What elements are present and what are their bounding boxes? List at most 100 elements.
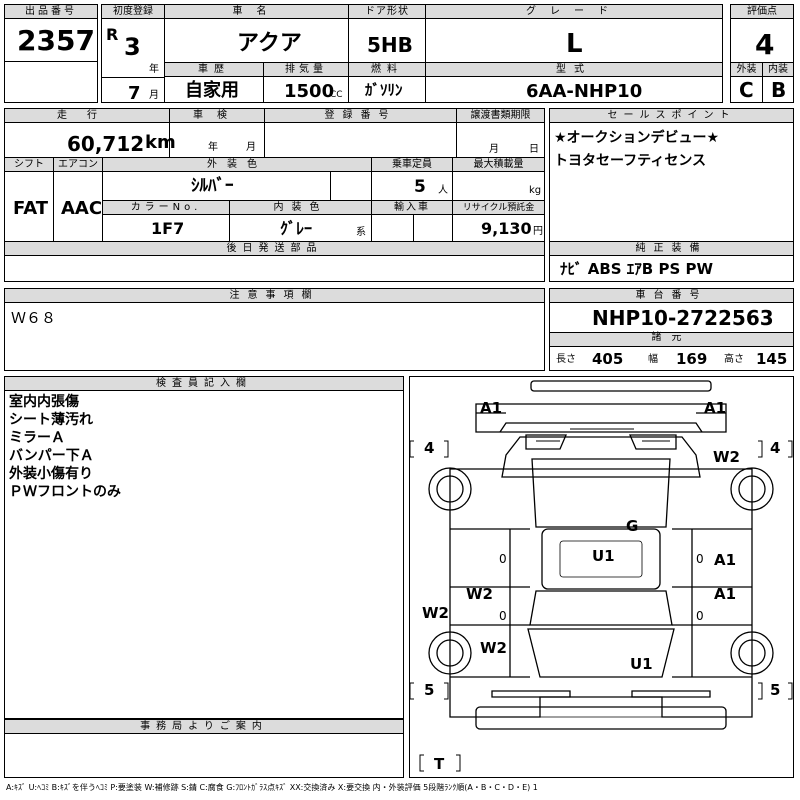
damage-mark: A1 [704,399,727,417]
car-diagram [410,380,793,772]
chassis-number: NHP10-2722563 [592,306,774,330]
exterior-grade-label: 外装 [731,63,762,77]
damage-mark: W2 [713,448,740,466]
lot-number: 2357 [17,24,95,57]
sales-point-line: トヨタセーフティセンス [554,153,707,169]
car-history: 自家用 [185,80,239,101]
air-conditioner: AAC [61,198,103,219]
recycle-fee: 9,130 [481,219,532,238]
dimensions-label: 諸元 [550,333,793,347]
ext-color-box: 外装色 ｼﾙﾊﾞｰ [102,157,372,201]
later-parts-box: 後日発送部品 [4,241,545,282]
import-box: 輸入車 [371,200,453,242]
damage-mark: W2 [422,604,449,622]
capacity: 5 [414,177,426,197]
displacement-label: 排気量 [264,63,348,77]
chassis-label: 車台番号 [550,289,793,303]
model-box: 型式 6AA-NHP10 [425,62,723,103]
grade-label: グレード [426,5,722,19]
exterior-grade: C [739,78,754,102]
plate-box: 登録番号 [264,108,457,158]
score-label: 評価点 [731,5,793,19]
color-no-box: カラーNo. 1F7 [102,200,230,242]
month-unit: 月 [149,90,159,101]
panel-mark: 0 [499,552,507,566]
length: 405 [592,350,624,368]
shift-box: シフト FAT [4,157,54,242]
inspector-note: 室内内張傷 [9,394,79,410]
equipment-label: 純正装備 [550,242,793,256]
history-label: 車歴 [165,63,263,77]
inspector-label: 検査員記入欄 [5,377,403,391]
shift: FAT [13,198,49,219]
overall-score: 4 [755,28,775,61]
interior-grade-label: 内装 [763,63,793,77]
inspector-note: バンパー下Ａ [9,448,94,464]
max-load-box: 最大積載量 kg [452,157,545,201]
equipment-box: 純正装備 ﾅﾋﾞ ABS ｴｱB PS PW [549,241,794,282]
interior-grade: B [771,78,787,102]
recycle-unit: 円 [533,226,543,237]
ac-label: エアコン [54,158,102,172]
legend: A:ｷｽﾞ U:ﾍｺﾐ B:ｷｽﾞを伴うﾍｺﾐ P:要塗装 W:補修跡 S:錆 … [6,783,538,792]
lot-number-lower [4,61,98,103]
width-label: 幅 [648,354,658,365]
int-color-box: 内装色 ｸﾞﾚｰ 系 [229,200,372,242]
ext-color: ｼﾙﾊﾞｰ [191,176,234,196]
mileage-box: 走行 60,712 km [4,108,176,158]
import-label: 輸入車 [372,201,452,215]
inspector-box: 検査員記入欄 室内内張傷 シート薄汚れ ミラーＡ バンパー下Ａ 外装小傷有り Ｐ… [4,376,404,719]
displacement-unit: CC [330,90,343,100]
first-registration-box: 初度登録 R 3 年 7 月 [101,4,165,103]
registration-year: 3 [124,33,141,61]
int-color-label: 内装色 [230,201,371,215]
damage-mark: W2 [480,639,507,657]
registration-month: 7 [128,83,141,104]
panel-mark: 0 [696,552,704,566]
era-mark: R [106,25,119,44]
displacement-box: 排気量 1500 CC [263,62,349,103]
door-type: 5HB [367,33,413,57]
model-label: 型式 [426,63,722,77]
plate-label: 登録番号 [265,109,456,123]
transfer-month-unit: 月 [489,144,499,155]
inspector-note: 外装小傷有り [9,466,93,482]
grade-box: グレード L [425,4,723,63]
transfer-docs-label: 譲渡書類期限 [457,109,544,123]
mileage: 60,712 [67,132,145,156]
later-parts-label: 後日発送部品 [5,242,544,256]
shift-label: シフト [5,158,53,172]
mileage-unit: km [145,132,176,153]
ext-color-label: 外装色 [103,158,371,172]
displacement: 1500 [284,81,335,102]
height-label: 高さ [724,354,744,365]
color-no: 1F7 [151,219,185,238]
transfer-day-unit: 日 [529,144,539,155]
tire-mark: 4 [770,439,781,457]
max-load-label: 最大積載量 [453,158,544,172]
car-name-box: 車名 アクア [164,4,349,63]
lot-number-box: 出品番号 2357 [4,4,98,62]
inspector-note: ＰＷフロントのみ [9,484,121,500]
notes-box: 注意事項欄 Ｗ６８ [4,288,545,371]
sales-points-label: セールスポイント [550,109,793,123]
first-registration-label: 初度登録 [102,5,164,19]
lot-number-label: 出品番号 [5,5,97,19]
year-unit: 年 [149,64,159,75]
door-label: ドア形状 [349,5,425,19]
max-load-unit: kg [529,185,542,196]
recycle-box: リサイクル預託金 9,130 円 [452,200,545,242]
exterior-grade-box: 外装 C [730,62,763,103]
inspection-label: 車検 [170,109,264,123]
damage-mark: W2 [466,585,493,603]
door-box: ドア形状 5HB [348,4,426,63]
damage-mark: A1 [714,585,737,603]
tire-mark: 5 [424,681,435,699]
fuel-box: 燃料 ｶﾞｿﾘﾝ [348,62,426,103]
damage-mark: A1 [714,551,737,569]
sales-points-box: セールスポイント ★オークションデビュー★ トヨタセーフティセンス [549,108,794,242]
inspector-note: ミラーＡ [9,430,65,446]
color-no-label: カラーNo. [103,201,229,215]
recycle-label: リサイクル預託金 [453,201,544,215]
car-name: アクア [237,31,302,56]
